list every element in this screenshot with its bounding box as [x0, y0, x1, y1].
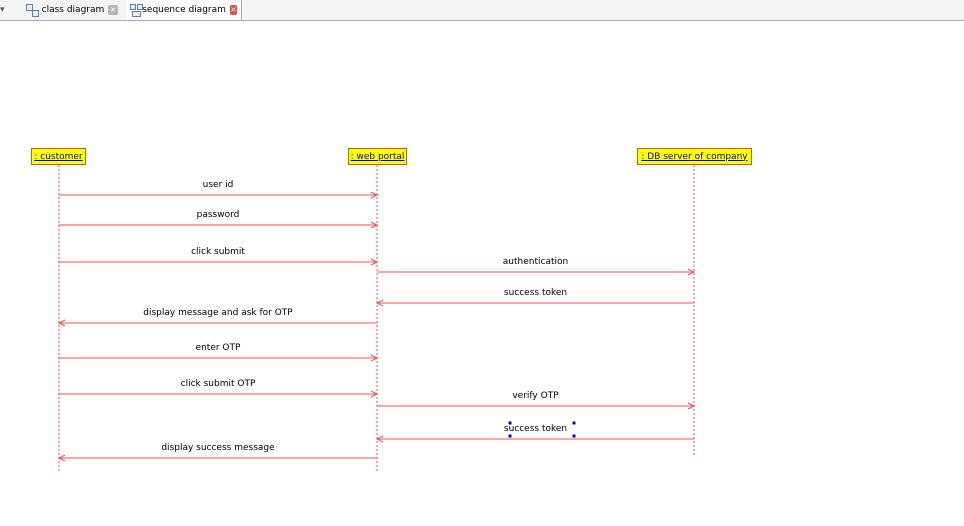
message-arrow[interactable] — [59, 221, 379, 229]
message-arrow[interactable] — [59, 258, 379, 266]
message-label[interactable]: click submit OTP — [180, 379, 256, 389]
message-label[interactable]: user id — [202, 180, 234, 190]
arrowhead-icon — [370, 354, 379, 362]
tab-label: sequence diagram — [142, 5, 226, 15]
message-label[interactable]: display success message — [161, 443, 275, 453]
message-arrow[interactable] — [59, 354, 379, 362]
message-label[interactable]: click submit — [191, 247, 245, 257]
message-label[interactable]: success token — [503, 424, 568, 434]
message-label[interactable]: password — [196, 210, 240, 220]
arrowhead-icon — [370, 258, 379, 266]
message-arrow[interactable] — [57, 319, 377, 327]
arrowhead-icon — [687, 268, 696, 276]
arrowhead-icon — [57, 454, 66, 462]
sequence-diagram-icon — [130, 3, 143, 17]
lifeline-db-server[interactable]: : DB server of company — [637, 148, 752, 165]
lifeline-label: : DB server of company — [641, 151, 748, 162]
message-arrow[interactable] — [377, 268, 696, 276]
tab-label: class diagram — [41, 5, 105, 15]
class-diagram-icon — [26, 3, 39, 17]
message-label[interactable]: verify OTP — [512, 391, 559, 401]
arrowhead-icon — [370, 221, 379, 229]
tab-sequence-diagram[interactable]: sequence diagram × — [126, 0, 242, 20]
diagram-canvas: : customer : web portal : DB server of c… — [0, 21, 964, 526]
arrowhead-icon — [57, 319, 66, 327]
selection-handle[interactable] — [508, 421, 512, 425]
arrowhead-icon — [375, 435, 384, 443]
selection-handle[interactable] — [508, 434, 512, 438]
close-icon[interactable]: × — [108, 5, 118, 15]
message-label[interactable]: enter OTP — [195, 343, 241, 353]
tab-class-diagram[interactable]: class diagram × — [22, 0, 122, 20]
message-arrow[interactable] — [57, 454, 377, 462]
message-arrow[interactable] — [59, 390, 379, 398]
lifeline-label: : customer — [34, 151, 83, 162]
message-label[interactable]: display message and ask for OTP — [143, 308, 293, 318]
message-arrow[interactable] — [59, 191, 379, 199]
selection-handle[interactable] — [572, 421, 576, 425]
close-icon[interactable]: × — [229, 5, 237, 15]
arrowhead-icon — [370, 191, 379, 199]
tab-bar: ▾ class diagram × sequence diagram × — [0, 0, 964, 21]
message-arrow[interactable] — [375, 299, 694, 307]
arrowhead-icon — [375, 299, 384, 307]
tab-list-menu-icon[interactable]: ▾ — [0, 5, 5, 15]
selection-handle[interactable] — [572, 434, 576, 438]
message-label[interactable]: authentication — [502, 257, 569, 267]
message-arrow[interactable] — [377, 402, 696, 410]
lifeline-label: : web portal — [350, 151, 405, 162]
sequence-diagram — [57, 165, 696, 471]
message-arrow[interactable] — [375, 435, 694, 443]
arrowhead-icon — [687, 402, 696, 410]
lifeline-web-portal[interactable]: : web portal — [348, 148, 407, 165]
arrowhead-icon — [370, 390, 379, 398]
message-label[interactable]: success token — [503, 288, 568, 298]
lifeline-customer[interactable]: : customer — [31, 148, 86, 165]
